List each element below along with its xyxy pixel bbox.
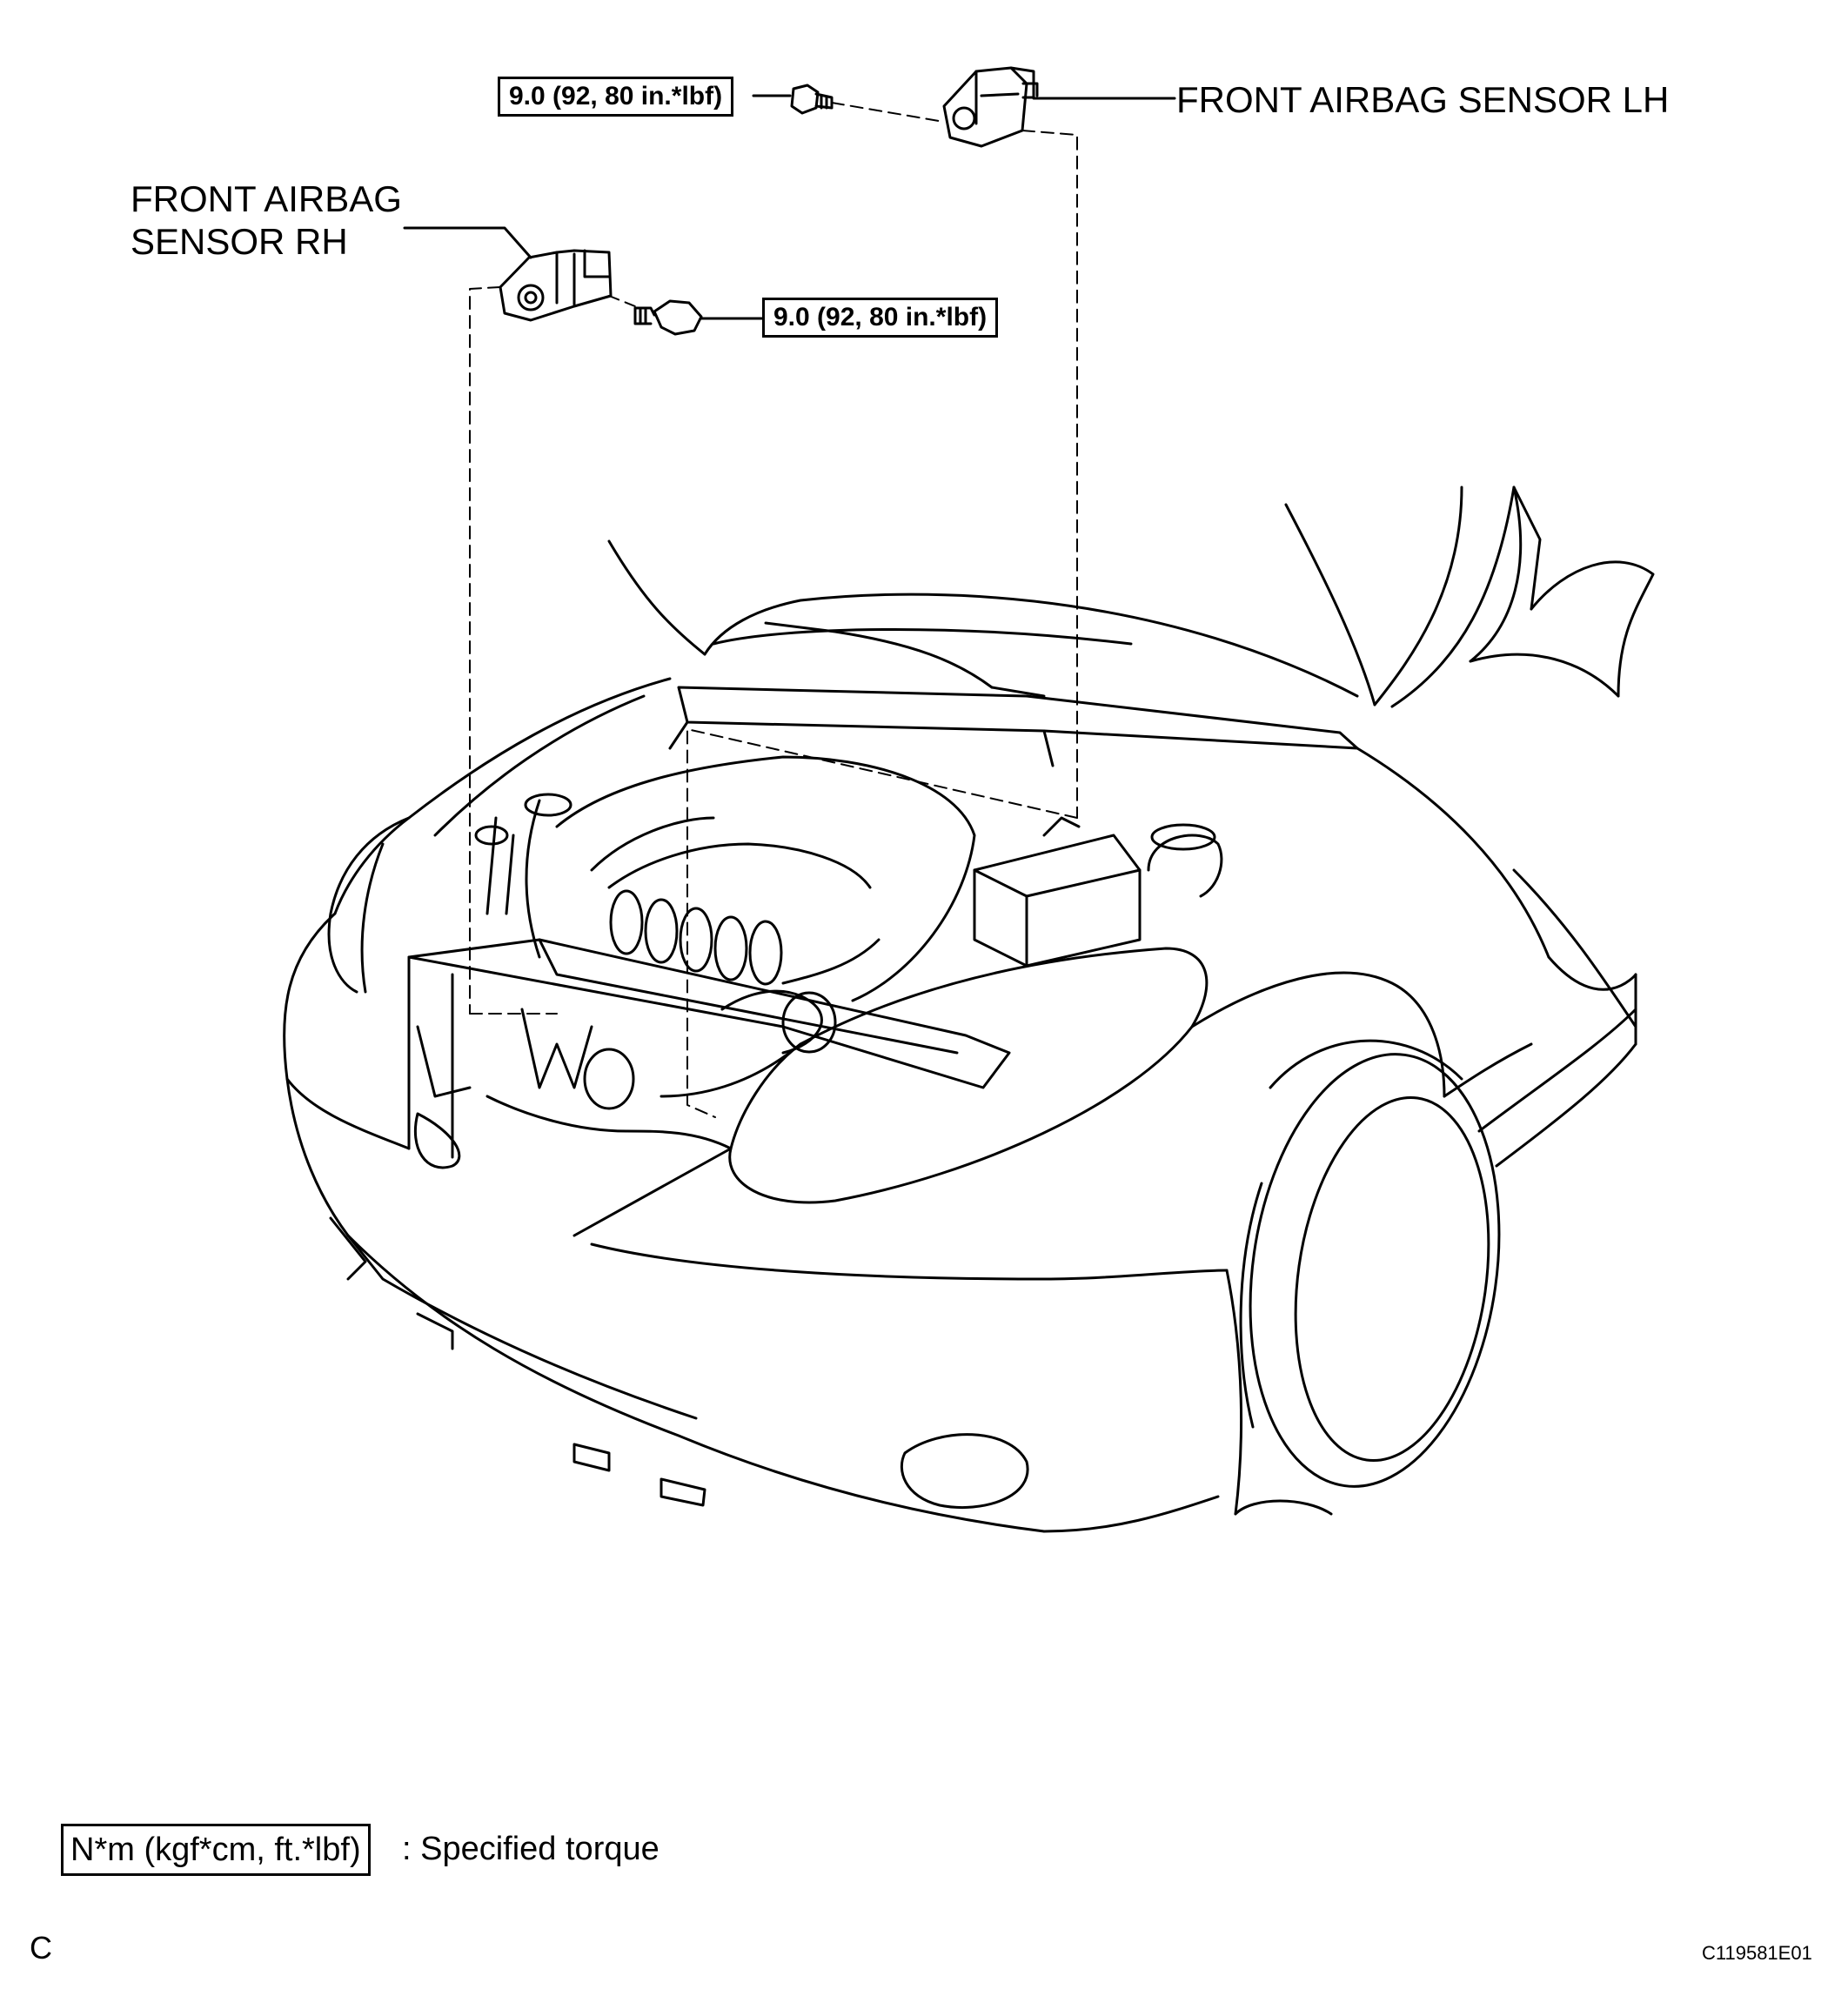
guide-line-bay-1 (686, 728, 1078, 1118)
bolt-lh (790, 84, 834, 115)
leader-line-rh (403, 226, 532, 259)
torque-legend-description: : Specified torque (402, 1831, 660, 1867)
airbag-sensor-lh (942, 66, 1039, 148)
guide-line-lh-horizontal (831, 102, 945, 123)
guide-line-rh-horizontal (608, 295, 636, 307)
corner-letter: C (30, 1930, 52, 1966)
sensor-rh-label-line2: SENSOR RH (131, 221, 348, 262)
torque-value-lh: 9.0 (92, 80 in.*lbf) (498, 77, 734, 117)
airbag-sensor-rh (499, 249, 613, 322)
figure-code: C119581E01 (1702, 1942, 1812, 1964)
sensor-lh-label: FRONT AIRBAG SENSOR LH (1176, 79, 1670, 120)
bolt-rh (633, 299, 703, 336)
torque-unit-legend: N*m (kgf*cm, ft.*lbf) (61, 1824, 371, 1876)
guide-line-rh-vertical (469, 286, 501, 1015)
car-body (283, 486, 1655, 1533)
guide-line-lh-vertical (1021, 130, 1078, 819)
sensor-rh-label-line1: FRONT AIRBAG (131, 178, 402, 219)
torque-value-rh: 9.0 (92, 80 in.*lbf) (762, 298, 999, 338)
